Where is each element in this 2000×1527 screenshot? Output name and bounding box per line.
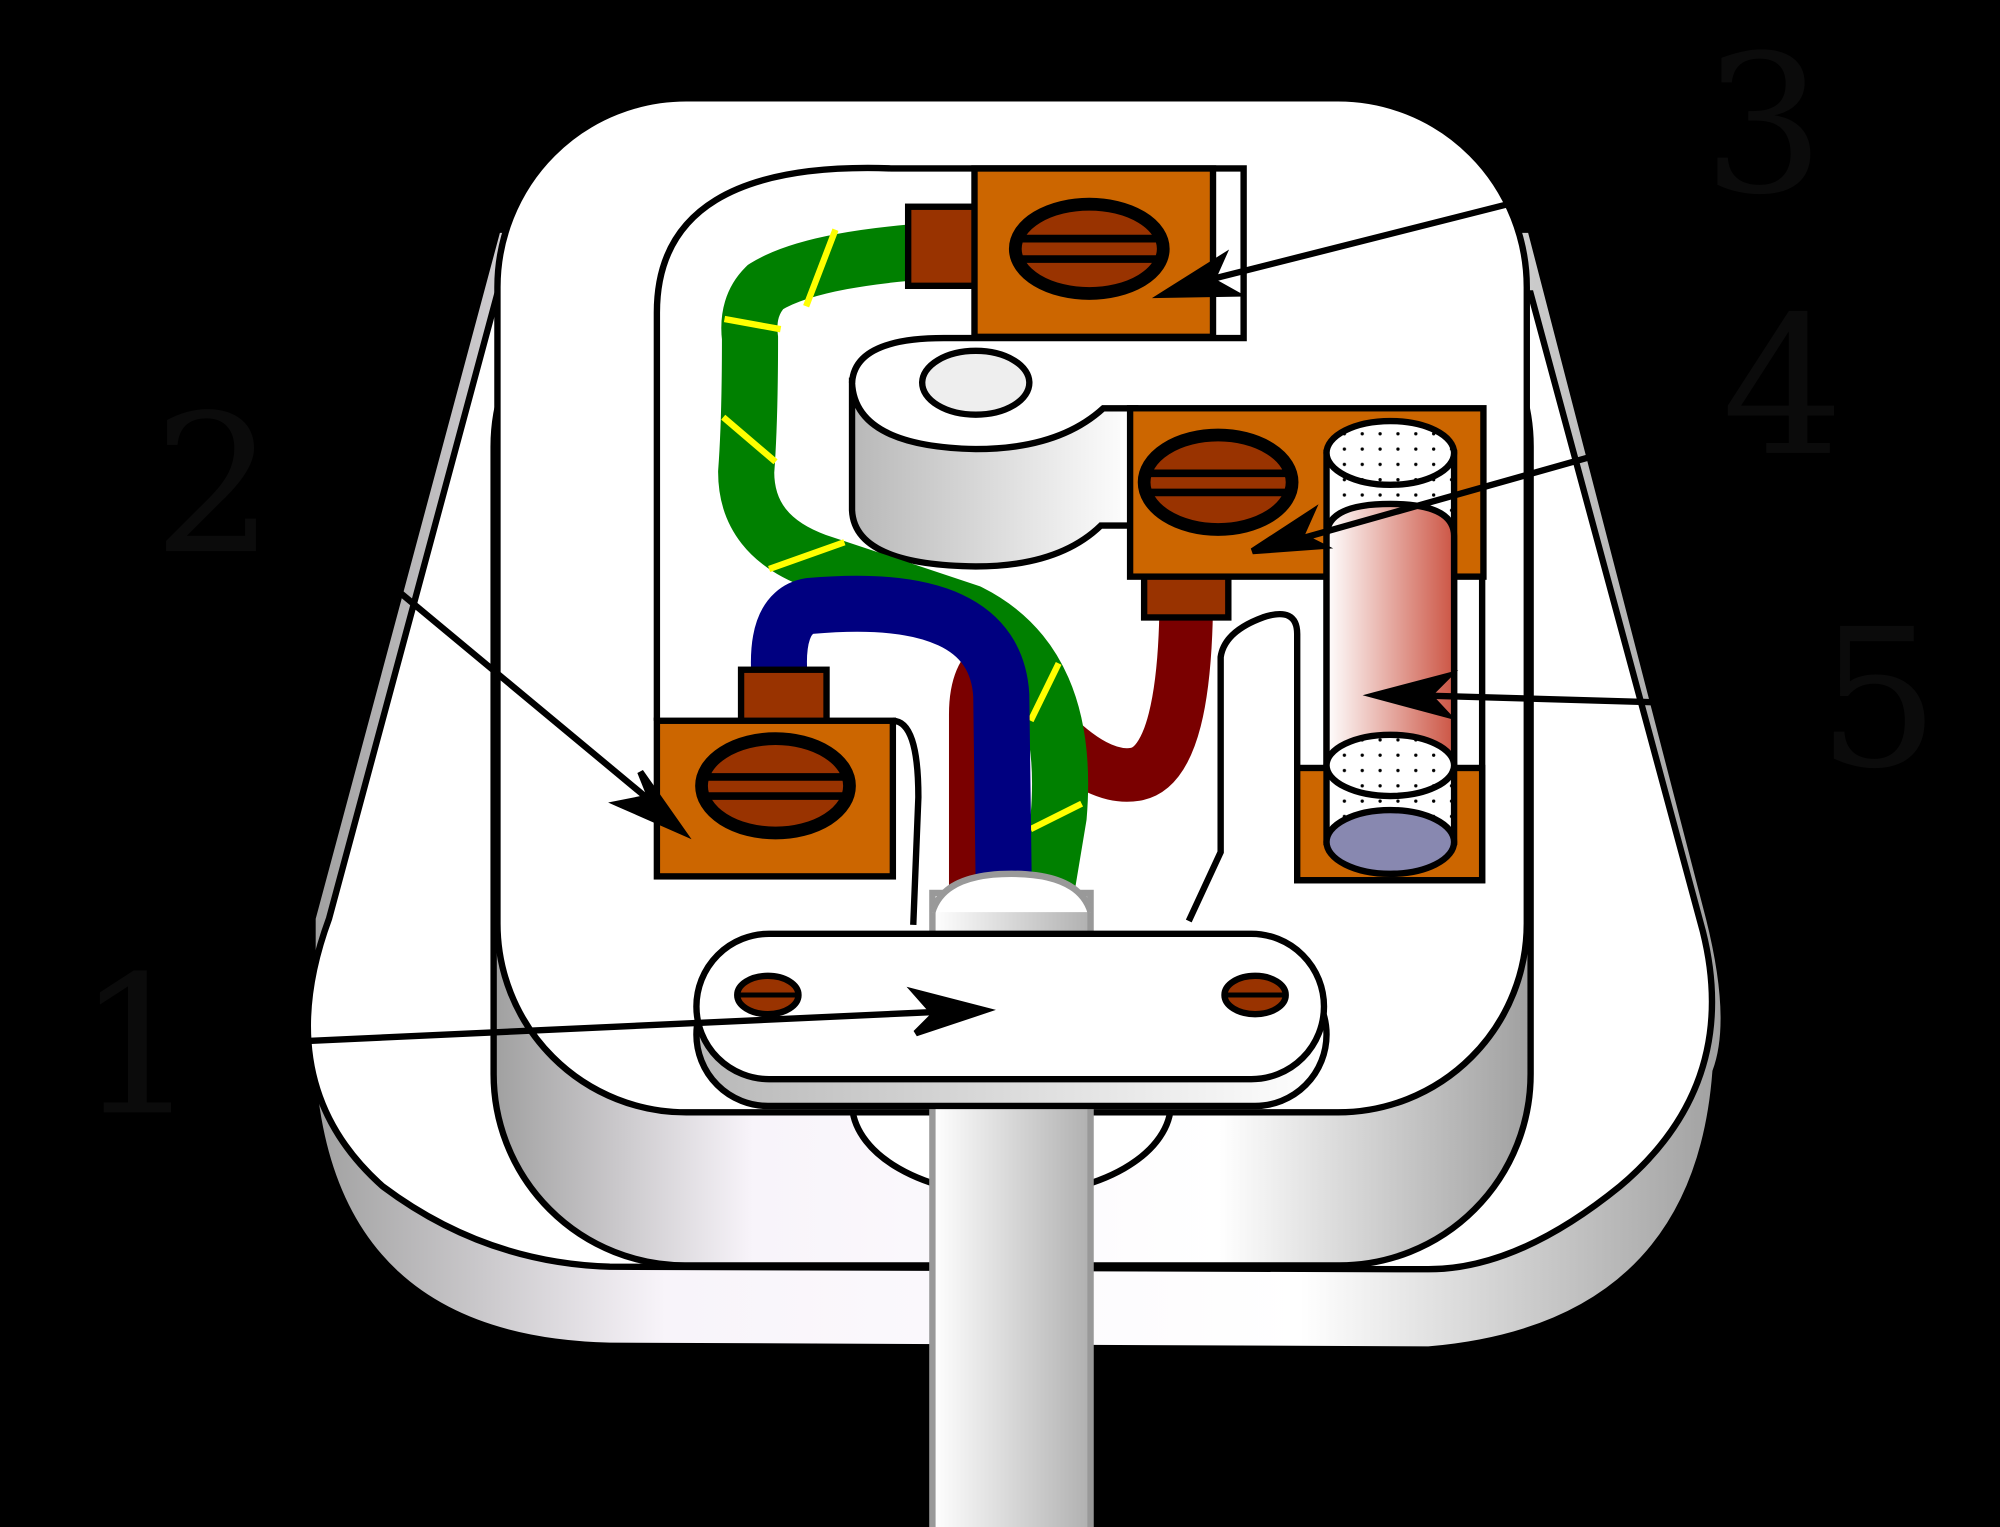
label-5: 5 <box>1818 588 1940 811</box>
label-2: 2 <box>153 374 275 597</box>
cord-grip <box>693 930 1330 1110</box>
neutral-wire <box>750 575 1032 894</box>
cavity-outline <box>653 164 1247 721</box>
label-1: 1 <box>77 935 199 1158</box>
earth-wire <box>718 220 1089 898</box>
label-4: 4 <box>1722 276 1844 499</box>
neutral-screw <box>695 732 856 840</box>
earth-screw <box>1008 197 1170 300</box>
fuse-cap <box>1323 806 1458 878</box>
live-screw <box>1137 428 1299 536</box>
fuse <box>1323 417 1458 878</box>
leader-lines <box>197 137 1850 1050</box>
label-3: 3 <box>1703 14 1825 237</box>
